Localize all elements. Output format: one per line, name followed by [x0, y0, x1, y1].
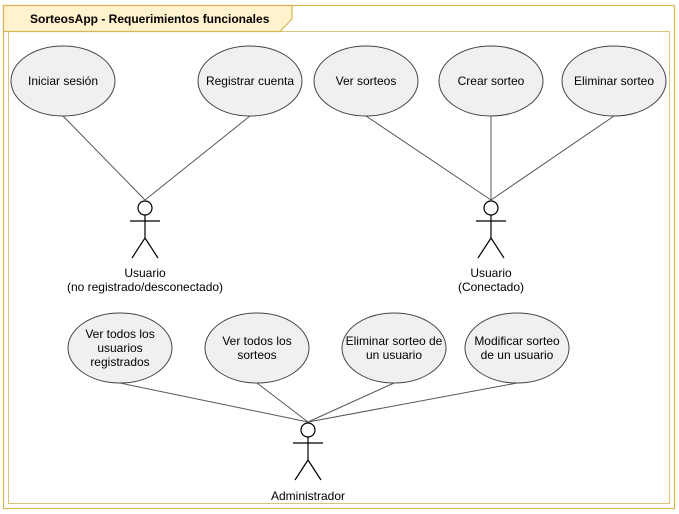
use-case-ellipse	[341, 312, 447, 384]
use-case-label: Eliminar sorteo	[574, 74, 654, 88]
use-case-crear-sorteo[interactable]: Crear sorteo	[438, 45, 544, 117]
actor-left-leg	[131, 237, 146, 259]
use-case-label: Modificar sorteo	[474, 334, 560, 348]
use-case-iniciar-sesion[interactable]: Iniciar sesión	[10, 45, 116, 117]
use-case-label: de un usuario	[481, 348, 554, 362]
diagram-inner-border	[8, 31, 670, 504]
association-eliminar-sorteo	[490, 115, 615, 201]
use-case-ellipse	[561, 45, 667, 117]
associations	[62, 115, 615, 423]
use-case-ver-sorteos[interactable]: Ver sorteos	[313, 45, 419, 117]
actor-left-leg	[477, 237, 492, 259]
association-ver-todos-usuarios	[119, 382, 309, 423]
actor-left-leg	[294, 459, 309, 481]
use-case-label: Iniciar sesión	[28, 74, 98, 88]
actor-head	[483, 200, 499, 216]
use-case-ellipse	[464, 312, 570, 384]
actor-label: Usuario	[124, 266, 166, 280]
association-registrar-cuenta	[144, 115, 251, 201]
use-case-label: Eliminar sorteo de	[346, 334, 443, 348]
actor-right-leg	[490, 237, 505, 259]
use-case-label: un usuario	[366, 348, 422, 362]
use-case-label: Crear sorteo	[458, 74, 525, 88]
use-case-registrar-cuenta[interactable]: Registrar cuenta	[197, 45, 303, 117]
use-case-ellipse	[204, 312, 310, 384]
use-case-label: Registrar cuenta	[206, 74, 294, 88]
actor-administrador[interactable]: Administrador	[271, 422, 345, 503]
actor-usuario-desconectado[interactable]: Usuario(no registrado/desconectado)	[67, 200, 223, 294]
use-case-ellipse	[438, 45, 544, 117]
actor-usuario-conectado[interactable]: Usuario(Conectado)	[458, 200, 524, 294]
diagram-title: SorteosApp - Requerimientos funcionales	[30, 12, 270, 26]
actor-label: (Conectado)	[458, 280, 524, 294]
actor-right-leg	[144, 237, 159, 259]
use-case-label: Ver sorteos	[336, 74, 397, 88]
use-case-eliminar-sorteo[interactable]: Eliminar sorteo	[561, 45, 667, 117]
use-case-label: Ver todos los	[85, 327, 154, 341]
association-eliminar-sorteo-usuario	[307, 382, 395, 423]
use-case-ellipse	[67, 312, 173, 384]
actor-head	[300, 422, 316, 438]
actor-right-leg	[307, 459, 322, 481]
association-iniciar-sesion	[62, 115, 146, 201]
actors: Usuario(no registrado/desconectado)Usuar…	[67, 200, 524, 503]
use-case-ellipse	[10, 45, 116, 117]
use-case-label: usuarios	[97, 341, 142, 355]
use-case-label: sorteos	[237, 348, 276, 362]
actor-label: Administrador	[271, 489, 345, 503]
title-tab	[2, 4, 293, 33]
association-ver-todos-sorteos	[256, 382, 309, 423]
association-ver-sorteos	[365, 115, 492, 201]
actor-label: (no registrado/desconectado)	[67, 280, 223, 294]
use-case-label: registrados	[90, 355, 149, 369]
association-modificar-sorteo-usuario	[307, 382, 518, 423]
use-case-ellipse	[313, 45, 419, 117]
actor-label: Usuario	[470, 266, 512, 280]
actor-head	[137, 200, 153, 216]
use-cases: Iniciar sesión Registrar cuenta Ver sorteo…	[10, 45, 667, 384]
use-case-label: Ver todos los	[222, 334, 291, 348]
use-case-ellipse	[197, 45, 303, 117]
